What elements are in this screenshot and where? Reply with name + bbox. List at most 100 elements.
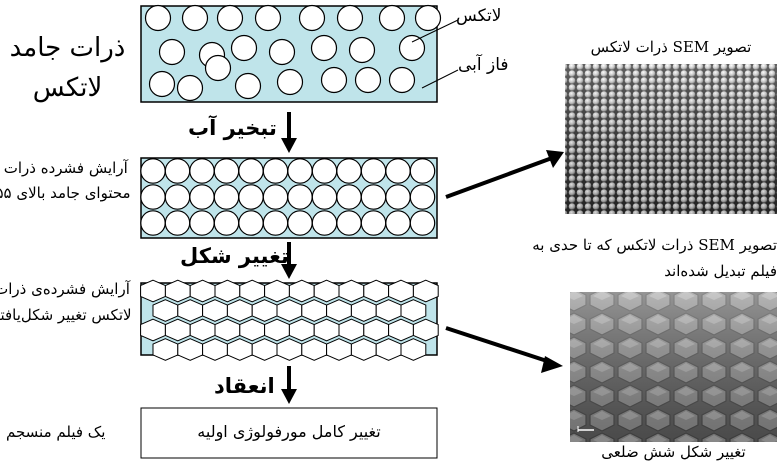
arrow-to-sem-bottom [445,326,563,373]
callout-line-aqueous [421,69,459,89]
latex-particle [268,38,296,66]
packed-particle [189,158,215,184]
arrow-to-sem-top [445,150,564,199]
latex-particle [336,4,364,32]
packed-particle [164,210,191,236]
hexagon-cell [338,279,365,303]
hexagon-cell [189,318,216,342]
callout-aqueous-label: فاز آبی [458,55,509,75]
hexagon-cell [264,318,290,342]
latex-particle [158,38,186,66]
hexagon-cell [214,318,241,342]
stage3-hexagons [140,279,439,361]
stage3-label: آرایش فشرده‌ی ذرات لاتکس تغییر شکل‌یافته [0,280,132,324]
latex-particle [148,70,176,98]
hexagon-cell [251,299,278,322]
hexagon-cell [239,279,266,303]
hexagon-cell [350,338,377,361]
packed-particle [262,210,289,236]
latex-particle [204,54,232,82]
hexagon-cell [214,279,241,303]
hexagon-cell [412,279,439,303]
packed-particle [385,210,411,236]
packed-particle [238,210,264,236]
latex-particle [181,4,209,32]
hexagon-cell [326,338,352,361]
hexagon-cell [177,338,204,361]
sem-middle-caption: تصویر SEM ذرات لاتکس که تا حدی به فیلم ت… [532,236,777,280]
hexagon-cell [264,279,290,303]
hexagon-cell [375,338,402,361]
hexagon-cell [152,338,179,361]
packed-particle [164,184,191,210]
latex-particle [388,66,416,94]
hexagon-cell [288,279,315,303]
latex-particle [310,34,338,62]
packed-particle [311,158,338,184]
packed-particle [409,158,436,184]
hexagon-cell [375,299,402,322]
hexagon-cell [177,299,204,322]
hexagon-cell [239,318,266,342]
stage1-particles [144,4,442,102]
stage4-box [140,407,438,459]
hexagon-cell [226,299,253,322]
packed-particle [336,158,362,184]
hexagon-cell [140,318,166,342]
packed-particle [213,210,240,236]
hexagon-cell [276,338,303,361]
packed-particle [287,210,313,236]
step1-label: تبخیر آب [188,116,277,140]
hexagon-cell [301,299,328,322]
sem-bottom-caption: تغییر شکل شش ضلعی [601,443,746,461]
latex-particle [348,36,376,64]
packed-particle [360,184,387,210]
packed-particle [213,158,240,184]
packed-particle [262,184,289,210]
packed-particle [385,158,411,184]
latex-particle [298,4,326,32]
packed-particle [336,184,362,210]
stage2-particles [140,158,436,236]
hexagon-cell [288,318,315,342]
packed-particle [409,210,436,236]
hexagon-cell [140,279,166,303]
packed-particle [238,158,264,184]
latex-particle [144,4,172,32]
packed-particle [189,210,215,236]
down-arrow-2 [281,242,297,279]
hexagon-cell [338,318,365,342]
latex-particle [378,4,406,32]
down-arrow-3 [281,366,297,404]
hexagon-cell [350,299,377,322]
stage2-label: آرایش فشرده ذرات با محتوای جامد بالای ۵۵… [0,159,131,202]
hexagon-cell [189,279,216,303]
stage4-label: یک فیلم منسجم [6,423,106,441]
latex-particle [398,34,426,62]
packed-particle [311,210,338,236]
packed-particle [360,210,387,236]
callout-line-latex [411,19,459,43]
hexagon-cell [301,338,328,361]
stage4-box-text: تغییر کامل مورفولوژی اولیه [197,422,381,441]
sem-image-bottom [570,292,777,442]
packed-particle [360,158,387,184]
hexagon-cell [202,338,228,361]
down-arrow-1 [281,112,297,153]
packed-particle [336,210,362,236]
packed-particle [409,184,436,210]
packed-particle [189,184,215,210]
latex-particle [176,74,204,102]
hexagon-cell [152,299,179,322]
step2-label: تغییر شکل [180,244,289,268]
hexagon-cell [388,318,414,342]
step3-label: انعقاد [214,374,275,398]
hexagon-cell [276,299,303,322]
hexagon-cell [313,318,340,342]
hexagon-cell [388,279,414,303]
hexagon-cell [400,338,427,361]
hexagon-cell [164,279,191,303]
latex-particle [216,4,244,32]
